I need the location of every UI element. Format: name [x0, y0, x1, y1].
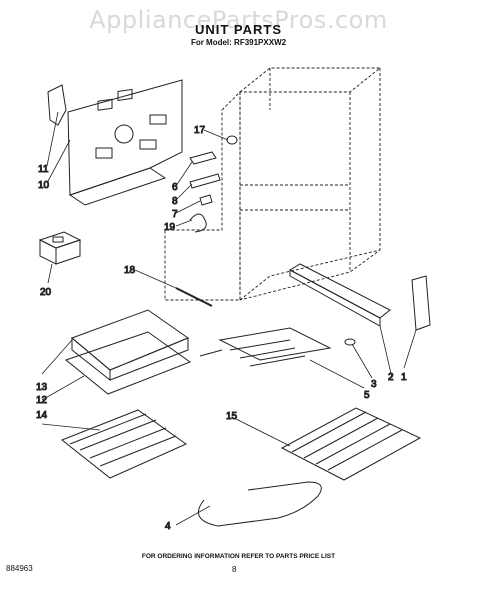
callout-10: 10	[38, 180, 50, 191]
back-panel-insulation	[47, 84, 67, 126]
callout-5: 5	[364, 390, 370, 401]
oven-cavity-outline	[164, 67, 382, 301]
callout-2: 2	[388, 372, 394, 383]
callout-7: 7	[172, 209, 178, 220]
callout-13: 13	[36, 382, 48, 393]
oven-rack-left	[61, 409, 188, 479]
oven-rack-right	[280, 407, 422, 481]
document-number: 884963	[6, 564, 33, 573]
model-label: For Model: RF391PXXW2	[190, 38, 287, 47]
control-module	[38, 231, 82, 265]
page-number: 8	[232, 565, 237, 574]
callout-6: 6	[172, 182, 178, 193]
wire-harness	[189, 213, 207, 233]
vent-trim	[288, 263, 431, 331]
bake-element	[197, 481, 322, 527]
light-socket	[226, 135, 238, 145]
callout-12: 12	[36, 395, 48, 406]
broiler-pan	[64, 309, 192, 395]
page-title: UNIT PARTS	[194, 22, 283, 37]
temperature-probe	[175, 287, 213, 307]
callout-11: 11	[38, 164, 49, 175]
watermark: AppliancePartsPros.com	[89, 6, 388, 34]
broil-element	[199, 327, 332, 367]
sensor-clip	[199, 194, 213, 206]
thermostat-bracket	[189, 173, 221, 189]
callout-1: 1	[401, 372, 407, 383]
callout-18: 18	[124, 265, 136, 276]
callout-14: 14	[36, 410, 48, 421]
grommet	[344, 338, 356, 346]
callout-19: 19	[164, 222, 176, 233]
callout-8: 8	[172, 196, 178, 207]
ordering-note: FOR ORDERING INFORMATION REFER TO PARTS …	[141, 553, 336, 560]
back-panel	[67, 79, 183, 206]
terminal-block	[189, 151, 217, 165]
callout-17: 17	[194, 125, 206, 136]
callout-20: 20	[40, 287, 52, 298]
callout-3: 3	[371, 379, 377, 390]
callout-15: 15	[226, 411, 238, 422]
callout-4: 4	[165, 521, 171, 532]
leader-lines	[41, 111, 417, 526]
